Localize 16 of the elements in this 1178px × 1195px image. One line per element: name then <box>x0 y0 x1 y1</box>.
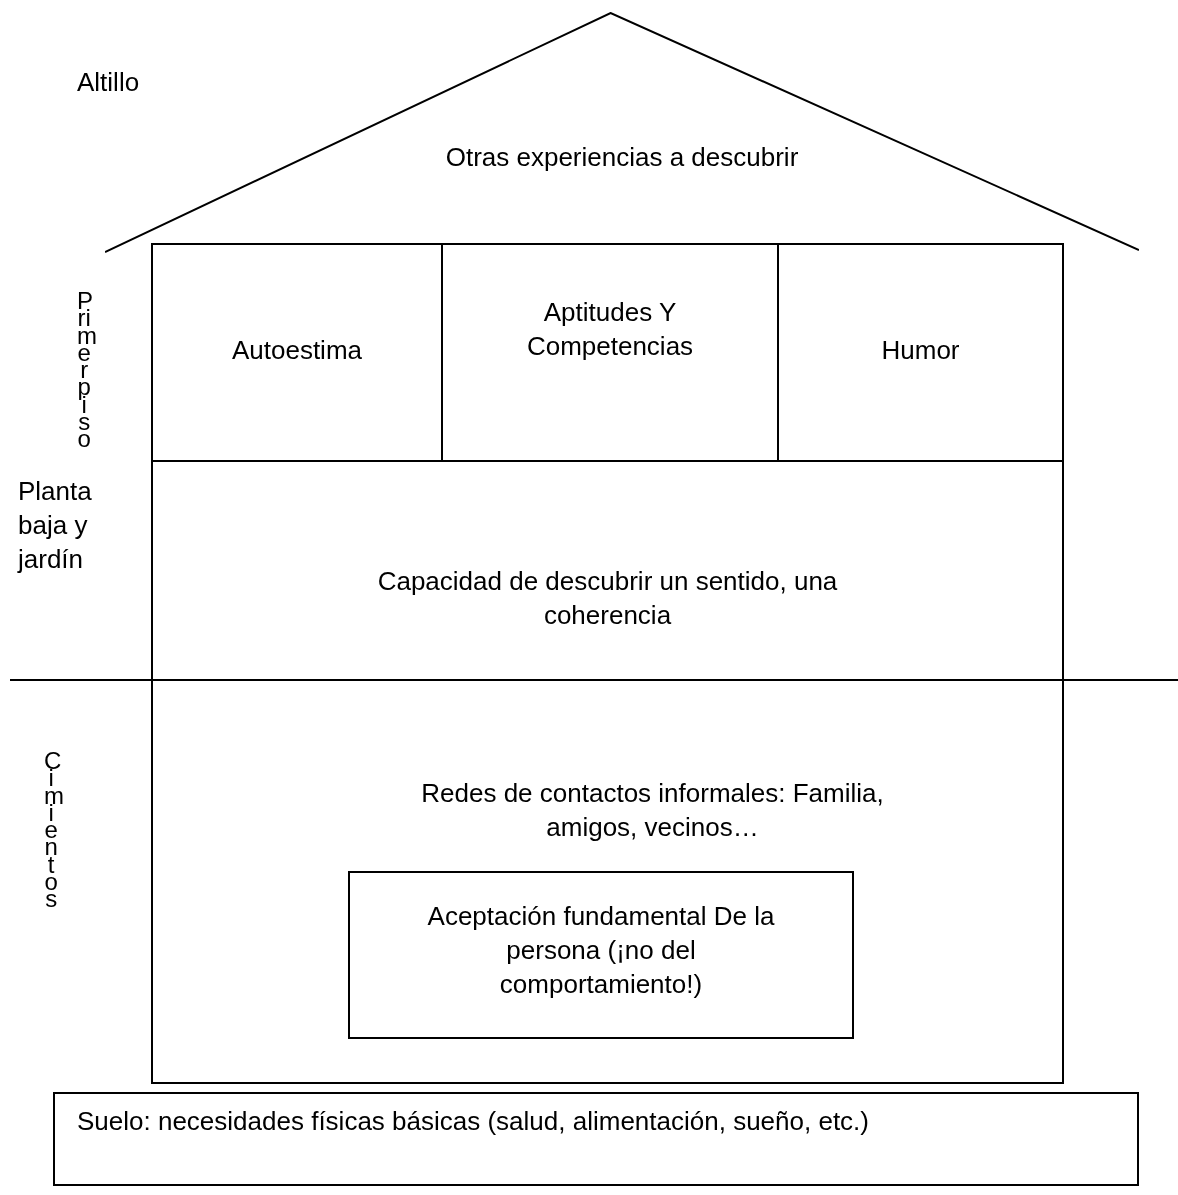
node-text: Autoestima <box>230 334 364 367</box>
node-text: Suelo: necesidades físicas básicas (salud, alimentación, sueño, etc.) <box>77 1105 870 1138</box>
room-box <box>777 243 1064 462</box>
floor-label: Altillo <box>77 66 141 99</box>
room-box <box>151 243 443 462</box>
node-text: Capacidad de descubrir un sentido, una coherencia <box>376 565 839 632</box>
node-text: Humor <box>880 334 961 367</box>
floor-box <box>53 1092 1139 1186</box>
node-text: Aceptación fundamental De la persona (¡no del comportamiento!) <box>426 900 776 1001</box>
floor-label: Planta baja y jardín <box>18 475 93 576</box>
room-box <box>151 460 1064 681</box>
room-box <box>151 679 1064 1084</box>
node-text: Aptitudes Y Competencias <box>525 296 695 363</box>
inner-box <box>348 871 854 1039</box>
node-text: Otras experiencias a descubrir <box>445 141 799 174</box>
node-text: Redes de contactos informales: Familia, amigos, vecinos… <box>420 777 885 844</box>
